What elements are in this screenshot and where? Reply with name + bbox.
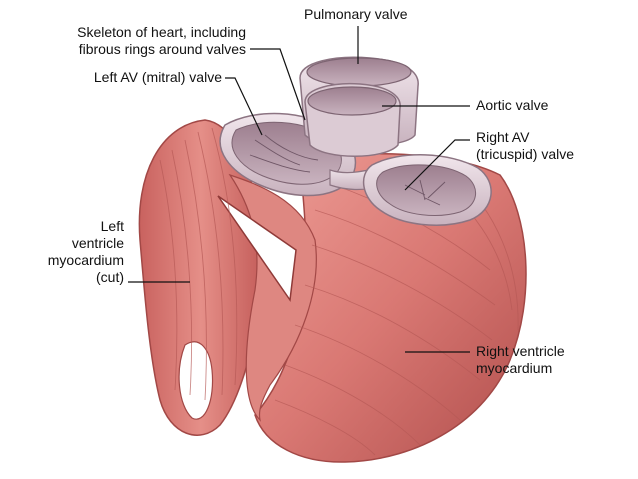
- label-skeleton-line-2: fibrous rings around valves: [78, 41, 246, 57]
- label-aortic-valve-text: Aortic valve: [476, 97, 549, 113]
- cut-window: [217, 195, 297, 303]
- label-skeleton-line-1: Skeleton of heart, including: [77, 24, 246, 40]
- pulmonary-valve: [306, 57, 412, 87]
- left-loop-opening: [178, 341, 214, 420]
- aortic-valve: [307, 86, 397, 116]
- leader-right-av-valve: [404, 139, 470, 191]
- label-rv-line-1: Right ventricle: [476, 343, 565, 359]
- label-lv-line-3: myocardium: [47, 252, 124, 268]
- label-left-av-valve: Left AV (mitral) valve: [50, 69, 222, 86]
- label-left-ventricle-myocardium: Left ventricle myocardium (cut): [40, 218, 124, 286]
- mitral-cusps: [249, 134, 319, 173]
- label-aortic-valve: Aortic valve: [476, 97, 548, 114]
- label-lv-line-4: (cut): [96, 269, 124, 285]
- label-lv-line-1: Left: [100, 218, 124, 234]
- label-skeleton-of-heart: Skeleton of heart, including fibrous rin…: [50, 24, 246, 58]
- leader-skeleton: [250, 48, 306, 121]
- septal-band: [228, 173, 317, 422]
- label-rv-line-2: myocardium: [476, 360, 553, 376]
- label-lv-line-2: ventricle: [71, 235, 124, 251]
- label-right-av-line-2: (tricuspid) valve: [476, 146, 575, 162]
- label-pulmonary-valve: Pulmonary valve: [304, 6, 408, 23]
- label-pulmonary-valve-text: Pulmonary valve: [304, 6, 408, 22]
- label-right-av-valve: Right AV (tricuspid) valve: [476, 129, 574, 163]
- tricuspid-valve-opening: [376, 164, 476, 216]
- leader-lines: [128, 26, 470, 353]
- leader-left-av-valve: [225, 77, 263, 136]
- label-right-ventricle-myocardium: Right ventricle myocardium: [476, 343, 565, 377]
- label-left-av-valve-text: Left AV (mitral) valve: [93, 69, 222, 85]
- label-right-av-line-1: Right AV: [476, 129, 530, 145]
